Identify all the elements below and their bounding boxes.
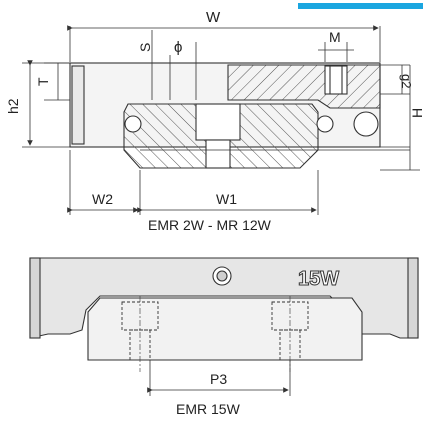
accent-bar	[298, 3, 423, 9]
dim-label-S: S	[137, 43, 153, 52]
end-seal-left	[29, 257, 41, 339]
top-section-view	[69, 62, 420, 171]
p3-dimension	[147, 360, 291, 396]
ball-large	[353, 111, 379, 137]
dim-label-W: W	[206, 9, 221, 26]
dim-label-g2: g2	[399, 74, 414, 88]
rail-end	[87, 297, 363, 361]
dim-label-W1: W1	[216, 191, 237, 207]
rail-counterbore	[205, 139, 231, 169]
dim-label-T: T	[35, 77, 51, 86]
grease-nipple-inner	[216, 270, 228, 282]
ball-right	[316, 115, 334, 133]
bottom-end-view	[29, 257, 419, 372]
dim-label-M: M	[329, 29, 341, 45]
dim-label-H: H	[409, 108, 423, 118]
dim-label-P3: P3	[210, 371, 227, 387]
caption-bottom: EMR 15W	[176, 401, 241, 417]
dim-label-W2: W2	[92, 191, 113, 207]
ball-left	[124, 115, 142, 133]
dim-label-phi: ϕ	[174, 39, 182, 56]
caption-top: EMR 2W - MR 12W	[148, 217, 272, 233]
top-dimensions	[22, 25, 411, 215]
dim-label-h2: h2	[5, 98, 21, 114]
grease-port	[324, 65, 348, 95]
rail-bore	[195, 103, 241, 141]
end-seal	[71, 65, 85, 145]
end-seal-right	[407, 257, 419, 339]
model-mark: 15W	[298, 268, 339, 290]
